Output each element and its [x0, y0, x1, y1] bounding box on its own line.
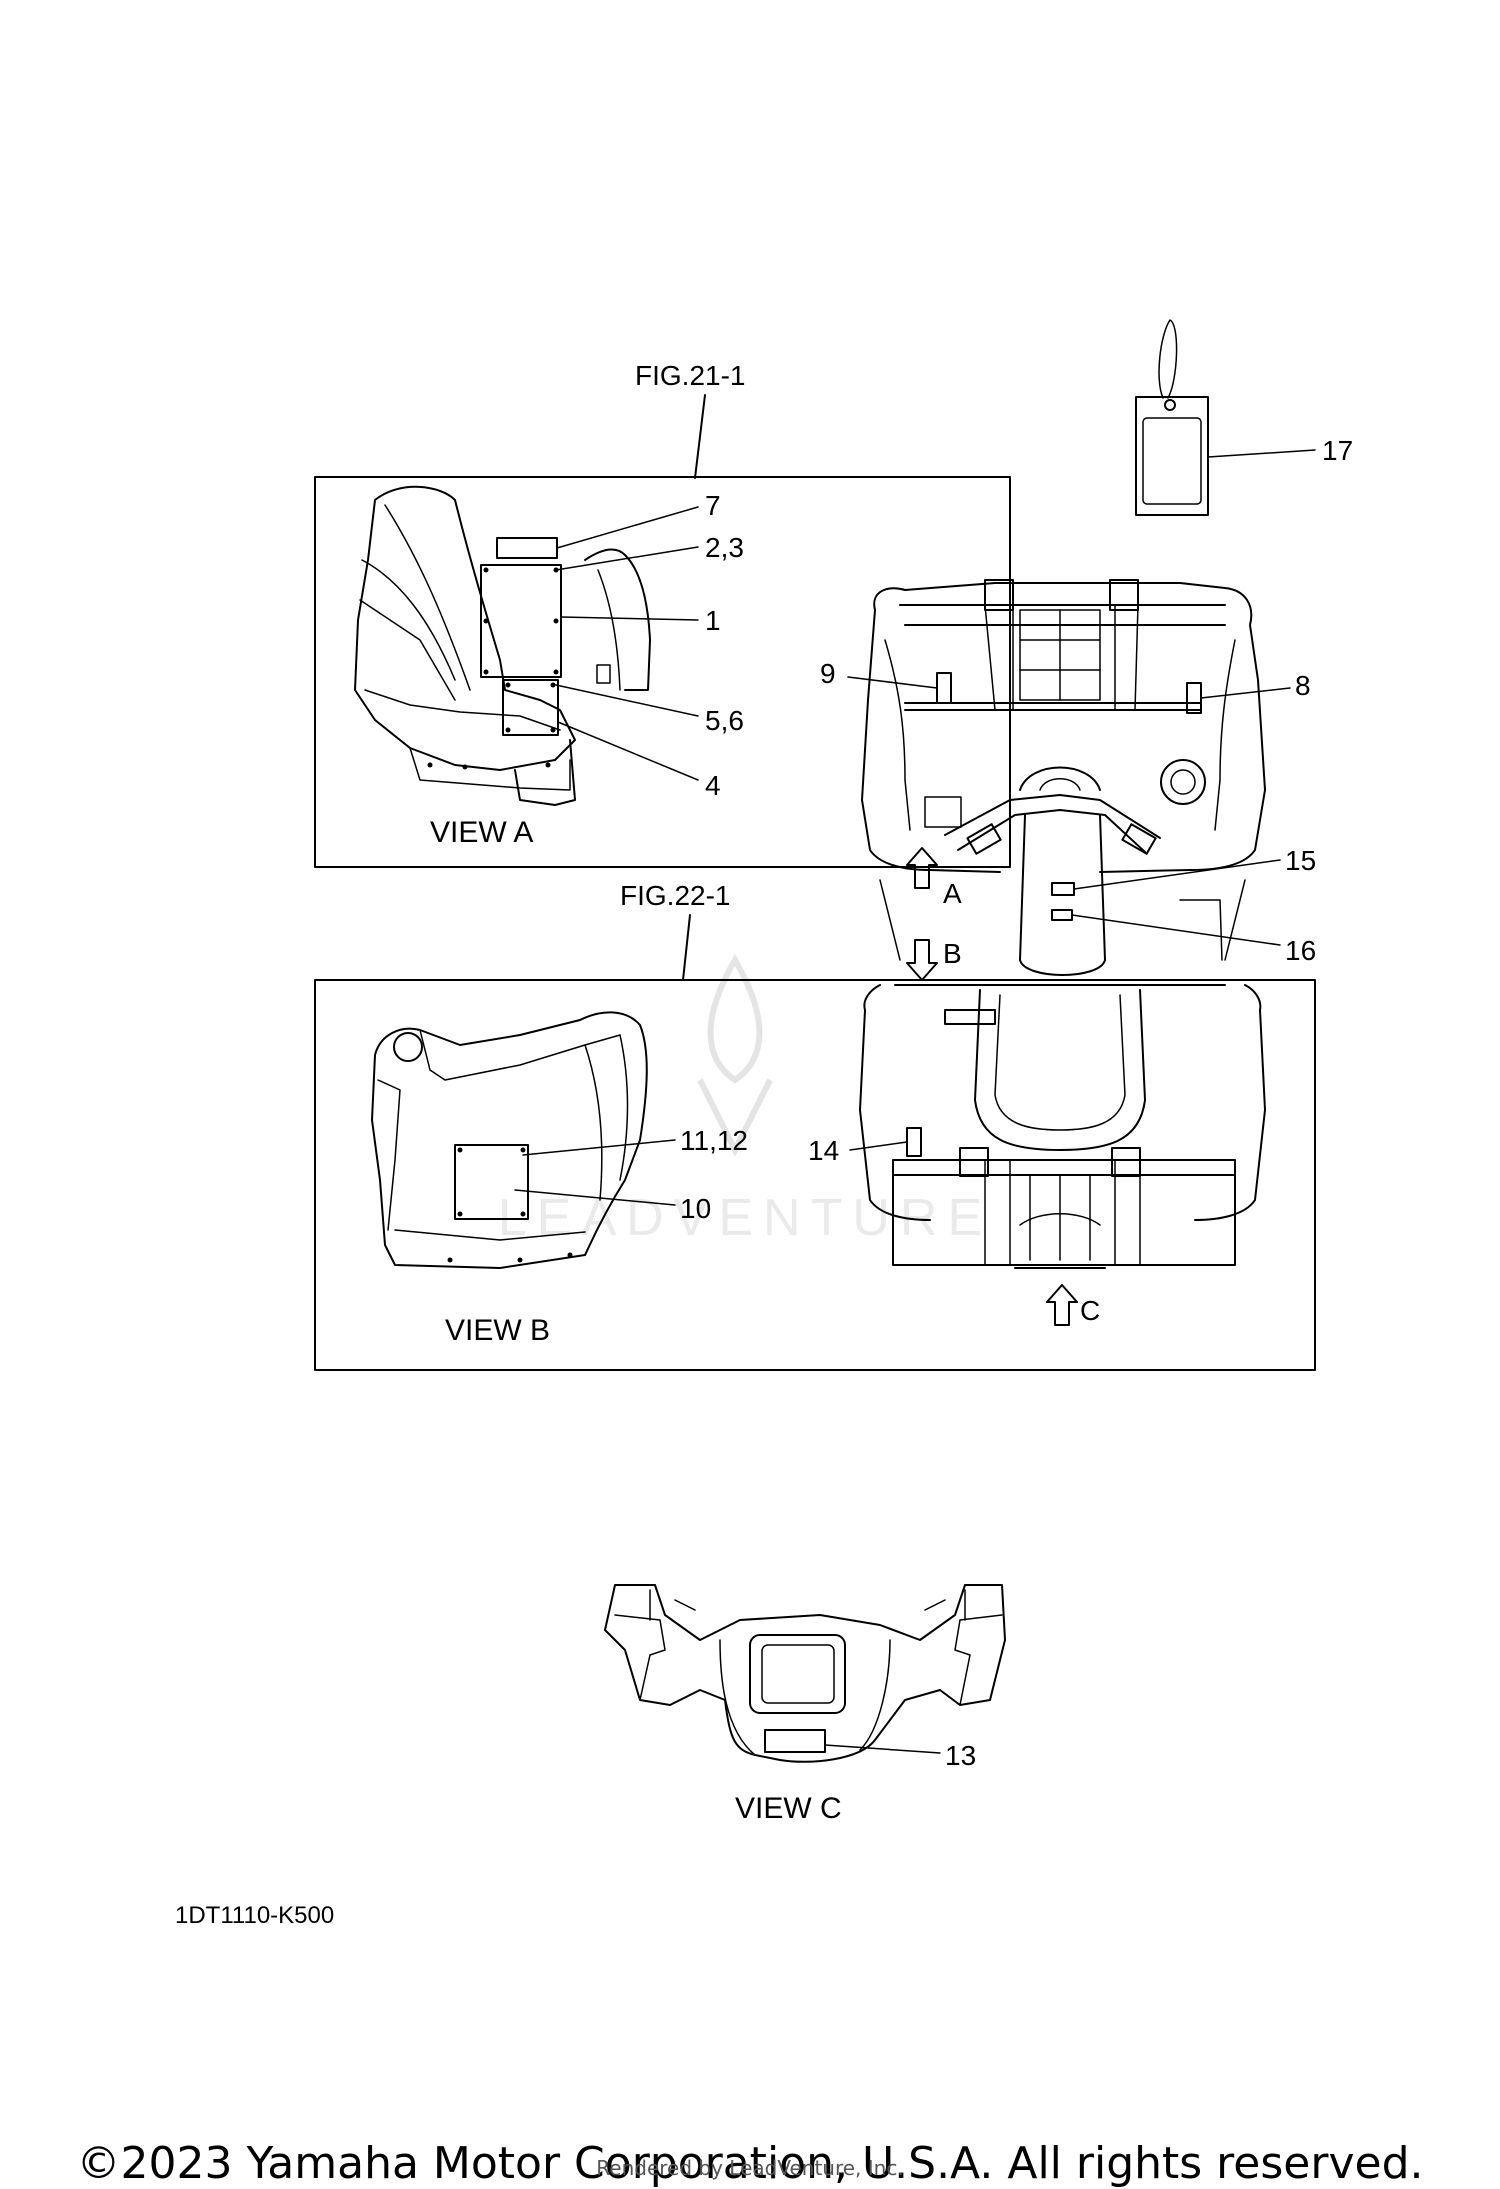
arrow-label-a: A [943, 878, 962, 909]
callout-2-3: 2,3 [705, 532, 744, 563]
view-c-label: VIEW C [735, 1792, 842, 1825]
leadventure-watermark: LEADVENTURE [498, 954, 992, 1247]
label-16 [1051, 909, 1073, 921]
callout-9: 9 [820, 658, 836, 689]
label-1 [480, 564, 562, 678]
callout-16: 16 [1285, 935, 1316, 966]
view-b-frame [314, 979, 1316, 1371]
view-a-label: VIEW A [430, 816, 533, 849]
view-b-fender-drawing [371, 1011, 648, 1269]
view-a-fender-drawing [354, 485, 651, 806]
arrow-label-b: B [943, 938, 962, 969]
callout-10: 10 [680, 1193, 711, 1224]
view-b-label: VIEW B [445, 1314, 550, 1347]
label-15 [1051, 882, 1075, 896]
rendered-by-notice: Rendered by LeadVenture, Inc. [596, 2156, 904, 2180]
label-4 [502, 679, 559, 736]
callout-17: 17 [1322, 435, 1353, 466]
view-a-frame [314, 476, 1011, 868]
view-c-rear-drawing [604, 1584, 1006, 1763]
watermark-text: LEADVENTURE [498, 1189, 992, 1247]
part-code: 1DT1110-K500 [175, 1902, 334, 1929]
label-10 [454, 1144, 529, 1220]
fig-22-1-label: FIG.22-1 [620, 880, 730, 911]
label-8 [1186, 682, 1202, 714]
callout-7: 7 [705, 490, 721, 521]
label-7 [496, 537, 558, 559]
fig-21-1-label: FIG.21-1 [635, 360, 745, 391]
callout-14: 14 [808, 1135, 839, 1166]
label-13 [764, 1729, 826, 1753]
fig-21-1-leader [694, 394, 706, 479]
label-14 [906, 1127, 922, 1157]
atv-top-view-drawing [859, 579, 1266, 1326]
tag-17-drawing [1135, 319, 1209, 516]
callout-11-12: 11,12 [680, 1125, 748, 1156]
callout-15: 15 [1285, 845, 1316, 876]
callout-1: 1 [705, 605, 721, 636]
callout-8: 8 [1295, 670, 1311, 701]
label-9 [936, 672, 952, 704]
fig-22-1-leader [682, 914, 691, 981]
arrow-label-c: C [1080, 1295, 1100, 1326]
callout-4: 4 [705, 770, 721, 801]
callout-5-6: 5,6 [705, 705, 744, 736]
callout-13: 13 [945, 1740, 976, 1771]
